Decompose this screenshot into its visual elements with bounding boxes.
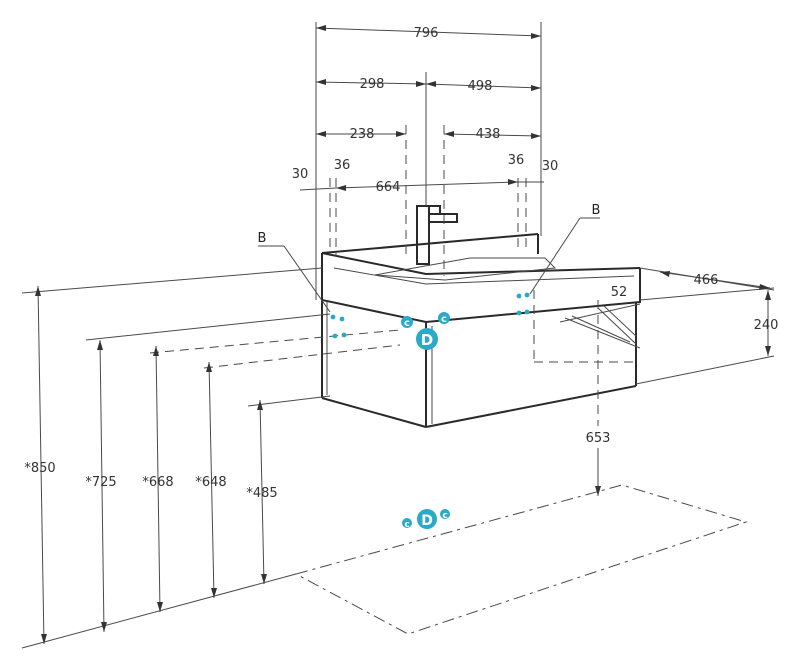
marker-c-label: c — [404, 318, 410, 329]
dim-right-offset: 498 — [468, 79, 493, 94]
extension-lines — [21, 22, 775, 426]
dim-height-648: *648 — [195, 475, 226, 490]
label-b-left: B — [258, 231, 267, 246]
dim-height-725: *725 — [85, 475, 116, 490]
floor-outline — [294, 484, 748, 635]
marker-dot — [339, 316, 345, 322]
dim-inner-width: 664 — [376, 180, 401, 195]
marker-d-label: D — [421, 331, 433, 349]
dim-edge-left: 30 — [292, 167, 309, 182]
dim-height-668: *668 — [142, 475, 173, 490]
dim-side-right: 36 — [508, 153, 525, 168]
cold-water-marker-floor-left — [402, 518, 412, 528]
hot-water-marker-floor-right — [440, 509, 450, 519]
dim-depth: 466 — [694, 273, 719, 288]
dimension-labels: 796 298 498 238 438 30 36 664 36 30 466 … — [24, 26, 778, 501]
cabinet — [321, 205, 641, 428]
dim-left-offset: 298 — [360, 77, 385, 92]
hot-water-marker-cabinet-right — [438, 312, 450, 324]
dim-height-850: *850 — [24, 461, 55, 476]
marker-dot — [516, 293, 522, 299]
height-dimension-lines — [21, 285, 297, 649]
marker-dot — [330, 314, 336, 320]
dim-side-left: 36 — [334, 158, 351, 173]
dim-inset: 52 — [611, 285, 628, 300]
drain-marker-floor — [417, 509, 437, 529]
dim-height-485: *485 — [246, 486, 277, 501]
marker-c-label: c — [441, 314, 447, 325]
b-leader-lines — [258, 217, 600, 313]
dim-height-body: 240 — [754, 318, 779, 333]
marker-dot — [341, 332, 347, 338]
marker-dot — [524, 309, 530, 315]
marker-c-label: c — [404, 520, 409, 530]
dim-edge-right: 30 — [542, 159, 559, 174]
marker-d-label: D — [421, 513, 433, 529]
label-b-right: B — [592, 203, 601, 218]
marker-dot — [516, 310, 522, 316]
cold-water-marker-cabinet-left — [401, 316, 413, 328]
dim-left-inner: 238 — [350, 127, 375, 142]
marker-dot — [524, 292, 530, 298]
drain-marker-cabinet — [416, 328, 438, 350]
dim-width-total: 796 — [414, 26, 439, 41]
connection-markers: c D c c D c — [330, 292, 530, 530]
marker-c-label: c — [442, 511, 447, 521]
top-dimension-lines — [299, 25, 544, 191]
marker-dot — [332, 333, 338, 339]
dim-right-inner: 438 — [476, 127, 501, 142]
dim-drain-height: 653 — [586, 431, 611, 446]
right-dimension-lines — [595, 271, 771, 496]
